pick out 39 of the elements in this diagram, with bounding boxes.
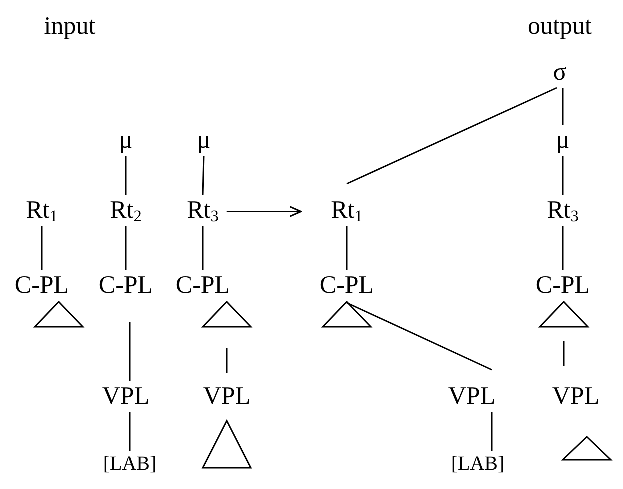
tree-node-label: μ xyxy=(556,128,570,153)
tree-node-label: VPL xyxy=(203,384,251,409)
tree-node-label: C-PL xyxy=(176,273,230,298)
tree-branch-line xyxy=(562,156,564,195)
tree-node-label: μ xyxy=(197,128,211,153)
tree-node-label: Rt$_{3}$ xyxy=(187,198,219,223)
tree-branch-line xyxy=(346,302,492,371)
tree-node-label: [LAB] xyxy=(451,454,505,474)
tree-node-label: C-PL xyxy=(14,273,70,298)
tree-node-label: Rt$_{1}$ xyxy=(26,198,58,223)
tree-branch-line xyxy=(491,412,493,451)
tree-node-label: VPL xyxy=(102,384,150,409)
tree-branch-line xyxy=(129,322,131,381)
tree-branch-line xyxy=(125,156,127,195)
heading-label: output xyxy=(528,14,592,39)
tree-branch-line xyxy=(125,226,127,270)
tree-branch-line xyxy=(202,156,205,196)
tree-node-label: C-PL xyxy=(98,273,154,298)
tree-node-label: VPL xyxy=(448,384,496,409)
tree-branch-line xyxy=(226,348,228,373)
tree-node-label: Rt$_{3}$ xyxy=(547,198,579,223)
heading-label: input xyxy=(44,14,96,39)
tree-node-label: Rt$_{1}$ xyxy=(331,198,363,223)
tree-node-label: σ xyxy=(553,60,567,85)
tree-node-label: C-PL xyxy=(320,273,374,298)
tree-node-label: Rt$_{2}$ xyxy=(110,198,142,223)
tree-branch-line xyxy=(346,226,348,270)
tree-node-label: [LAB] xyxy=(103,454,157,474)
tree-node-label: μ xyxy=(119,128,133,153)
tree-branch-line xyxy=(202,226,204,270)
tree-branch-line xyxy=(562,226,564,270)
tree-branch-line xyxy=(562,88,564,125)
tree-branch-line xyxy=(563,341,565,366)
tree-branch-line xyxy=(346,87,558,185)
tree-branch-line xyxy=(129,412,131,451)
tree-node-label: C-PL xyxy=(536,273,590,298)
arrow xyxy=(226,206,302,218)
tree-branch-line xyxy=(41,226,43,270)
tree-node-label: VPL xyxy=(552,384,600,409)
